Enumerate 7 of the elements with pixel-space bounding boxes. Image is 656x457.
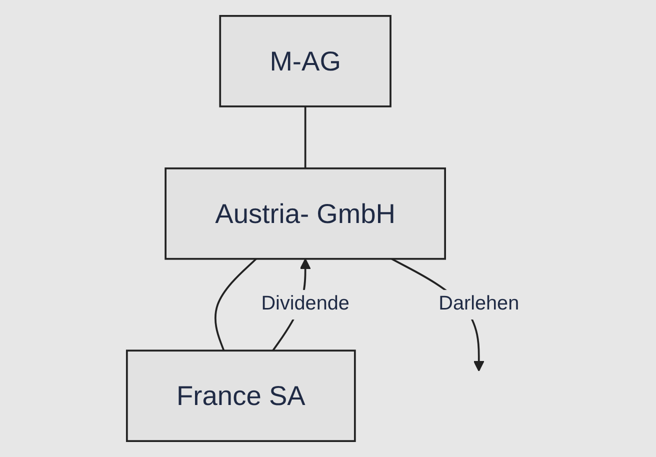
connector bbox=[304, 106, 307, 168]
node-box: M-AG bbox=[220, 14, 392, 108]
edge-label: Dividende bbox=[262, 294, 350, 315]
node-box: France SA bbox=[126, 350, 356, 442]
node-box: Austria- GmbH bbox=[164, 167, 446, 260]
edge-label: Darlehen bbox=[438, 294, 520, 315]
connector bbox=[214, 258, 258, 351]
